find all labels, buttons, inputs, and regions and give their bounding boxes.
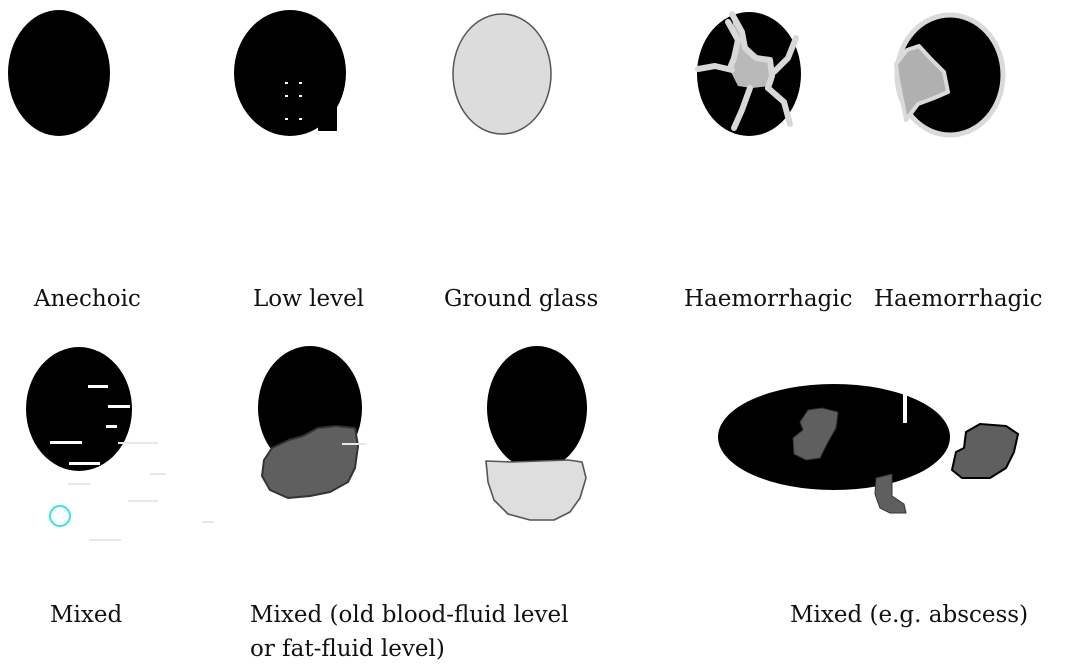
low-level-echo-dot	[299, 82, 302, 84]
haemorrhagic-septated-cyst-shape	[697, 12, 801, 136]
mixed-faint-line	[150, 473, 166, 475]
caption-fluid-level-line-2: or fat-fluid level)	[250, 632, 445, 666]
fluid-level-light-cyst-shape	[486, 346, 587, 520]
mixed-faint-line	[202, 521, 214, 523]
mixed-echo-line	[69, 462, 100, 465]
caption-haemorrhagic-septated: Haemorrhagic	[684, 282, 853, 316]
anechoic-cyst-shape	[8, 10, 110, 136]
low-level-echo-dot	[285, 118, 288, 120]
caption-anechoic: Anechoic	[34, 282, 141, 316]
mixed-faint-line	[89, 539, 121, 541]
mixed-faint-line	[128, 500, 158, 502]
haemorrhagic-clot-cyst-shape	[896, 15, 1003, 135]
ground-glass-cyst-shape	[453, 14, 551, 134]
artifact-circle-icon	[50, 506, 70, 526]
abscess-cyst-shape	[718, 384, 1018, 513]
caption-mixed: Mixed	[50, 598, 122, 632]
fluid-level-faint-line	[342, 443, 366, 445]
mixed-echo-line	[88, 385, 108, 388]
mixed-echo-line	[108, 405, 130, 408]
caption-haemorrhagic-clot: Haemorrhagic	[874, 282, 1043, 316]
mixed-faint-line	[118, 442, 158, 444]
caption-low-level: Low level	[253, 282, 364, 316]
low-level-echo-dot	[285, 95, 288, 97]
fluid-level-dark-cyst-shape	[258, 346, 366, 498]
low-level-echo-dot	[299, 118, 302, 120]
abscess-echo-line	[903, 393, 907, 423]
caption-abscess: Mixed (e.g. abscess)	[790, 598, 1028, 632]
caption-fluid-level-line-1: Mixed (old blood-fluid level	[250, 598, 568, 632]
low-level-cyst-shape	[234, 10, 346, 136]
low-level-echo-dot	[299, 95, 302, 97]
mixed-cyst-shape	[26, 347, 214, 541]
mixed-faint-line	[68, 483, 90, 485]
mixed-echo-line	[106, 425, 117, 428]
low-level-echo-dot	[285, 82, 288, 84]
mixed-echo-line	[50, 441, 82, 444]
caption-ground-glass: Ground glass	[444, 282, 598, 316]
